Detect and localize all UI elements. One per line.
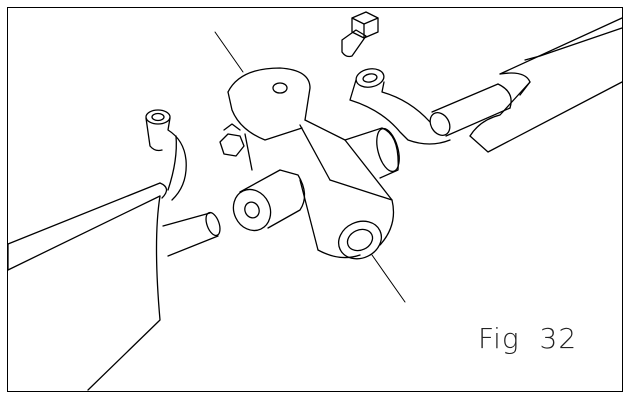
right-pin — [344, 127, 400, 179]
left-arm-tube — [7, 182, 168, 391]
hex-nut — [219, 123, 245, 157]
center-line-top — [214, 31, 244, 73]
left-pin — [162, 211, 221, 257]
figure-frame — [7, 7, 623, 392]
t-block-body — [227, 67, 395, 260]
right-bracket — [349, 68, 451, 145]
hex-bolt — [341, 11, 379, 58]
figure-label: Fig 32 — [478, 322, 578, 355]
center-lines — [214, 31, 406, 303]
left-bracket — [145, 109, 187, 201]
center-line-bottom — [371, 254, 406, 303]
left-bushing — [232, 169, 306, 232]
right-connector — [429, 83, 512, 137]
right-arm-tube — [469, 17, 623, 153]
